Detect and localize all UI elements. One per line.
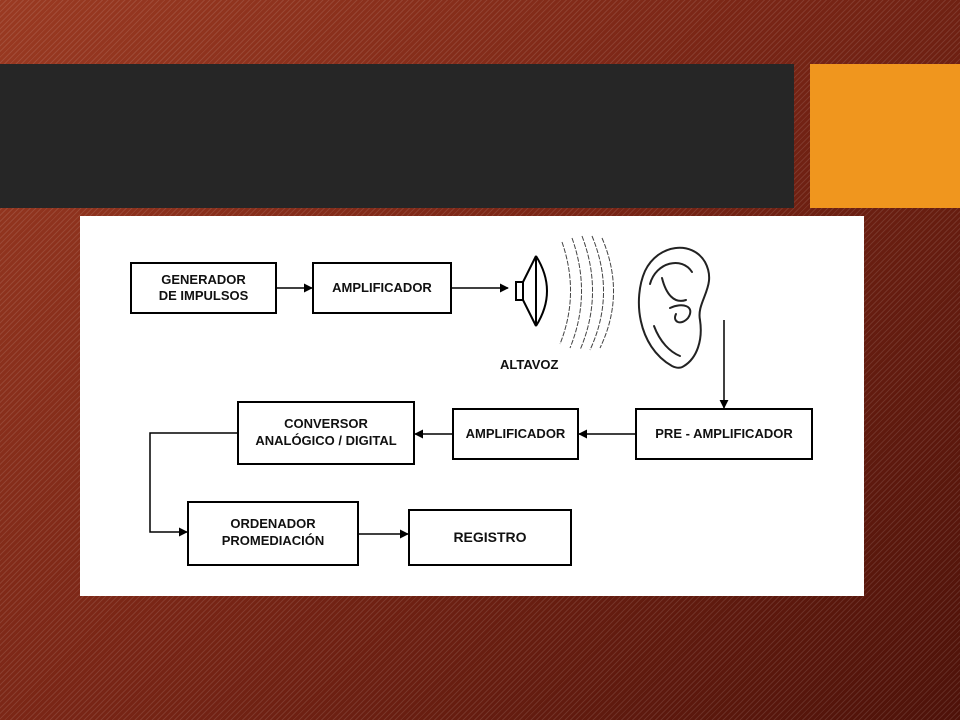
block-amplificador-2: AMPLIFICADOR bbox=[452, 408, 579, 460]
block-conversor-line-1: CONVERSOR bbox=[284, 416, 368, 431]
block-generador-line-1: GENERADOR bbox=[161, 272, 246, 287]
speaker-icon bbox=[515, 255, 548, 327]
arrow-conversor-to-ordenador bbox=[149, 432, 238, 537]
block-ordenador-line-2: PROMEDIACIÓN bbox=[222, 533, 325, 548]
block-pre-amplificador-label: PRE - AMPLIFICADOR bbox=[655, 426, 793, 441]
block-registro-label: REGISTRO bbox=[453, 529, 526, 545]
block-generador-de-impulsos: GENERADOR DE IMPULSOS bbox=[130, 262, 277, 314]
sound-waves-icon bbox=[559, 235, 614, 351]
diagram-panel: GENERADOR DE IMPULSOS AMPLIFICADOR CONVE… bbox=[80, 216, 864, 596]
block-conversor-line-2: ANALÓGICO / DIGITAL bbox=[255, 433, 396, 448]
block-conversor: CONVERSOR ANALÓGICO / DIGITAL bbox=[237, 401, 415, 465]
block-generador-line-2: DE IMPULSOS bbox=[159, 288, 249, 303]
block-amplificador-1: AMPLIFICADOR bbox=[312, 262, 452, 314]
ear-icon bbox=[637, 246, 711, 369]
block-amplificador-2-label: AMPLIFICADOR bbox=[466, 426, 566, 441]
accent-block bbox=[810, 64, 960, 208]
block-amplificador-1-label: AMPLIFICADOR bbox=[332, 280, 432, 295]
block-ordenador: ORDENADOR PROMEDIACIÓN bbox=[187, 501, 359, 566]
title-bar bbox=[0, 64, 794, 208]
block-diagram: GENERADOR DE IMPULSOS AMPLIFICADOR CONVE… bbox=[130, 235, 813, 566]
altavoz-label: ALTAVOZ bbox=[500, 357, 559, 372]
block-ordenador-line-1: ORDENADOR bbox=[230, 516, 316, 531]
block-pre-amplificador: PRE - AMPLIFICADOR bbox=[635, 408, 813, 460]
block-registro: REGISTRO bbox=[408, 509, 572, 566]
